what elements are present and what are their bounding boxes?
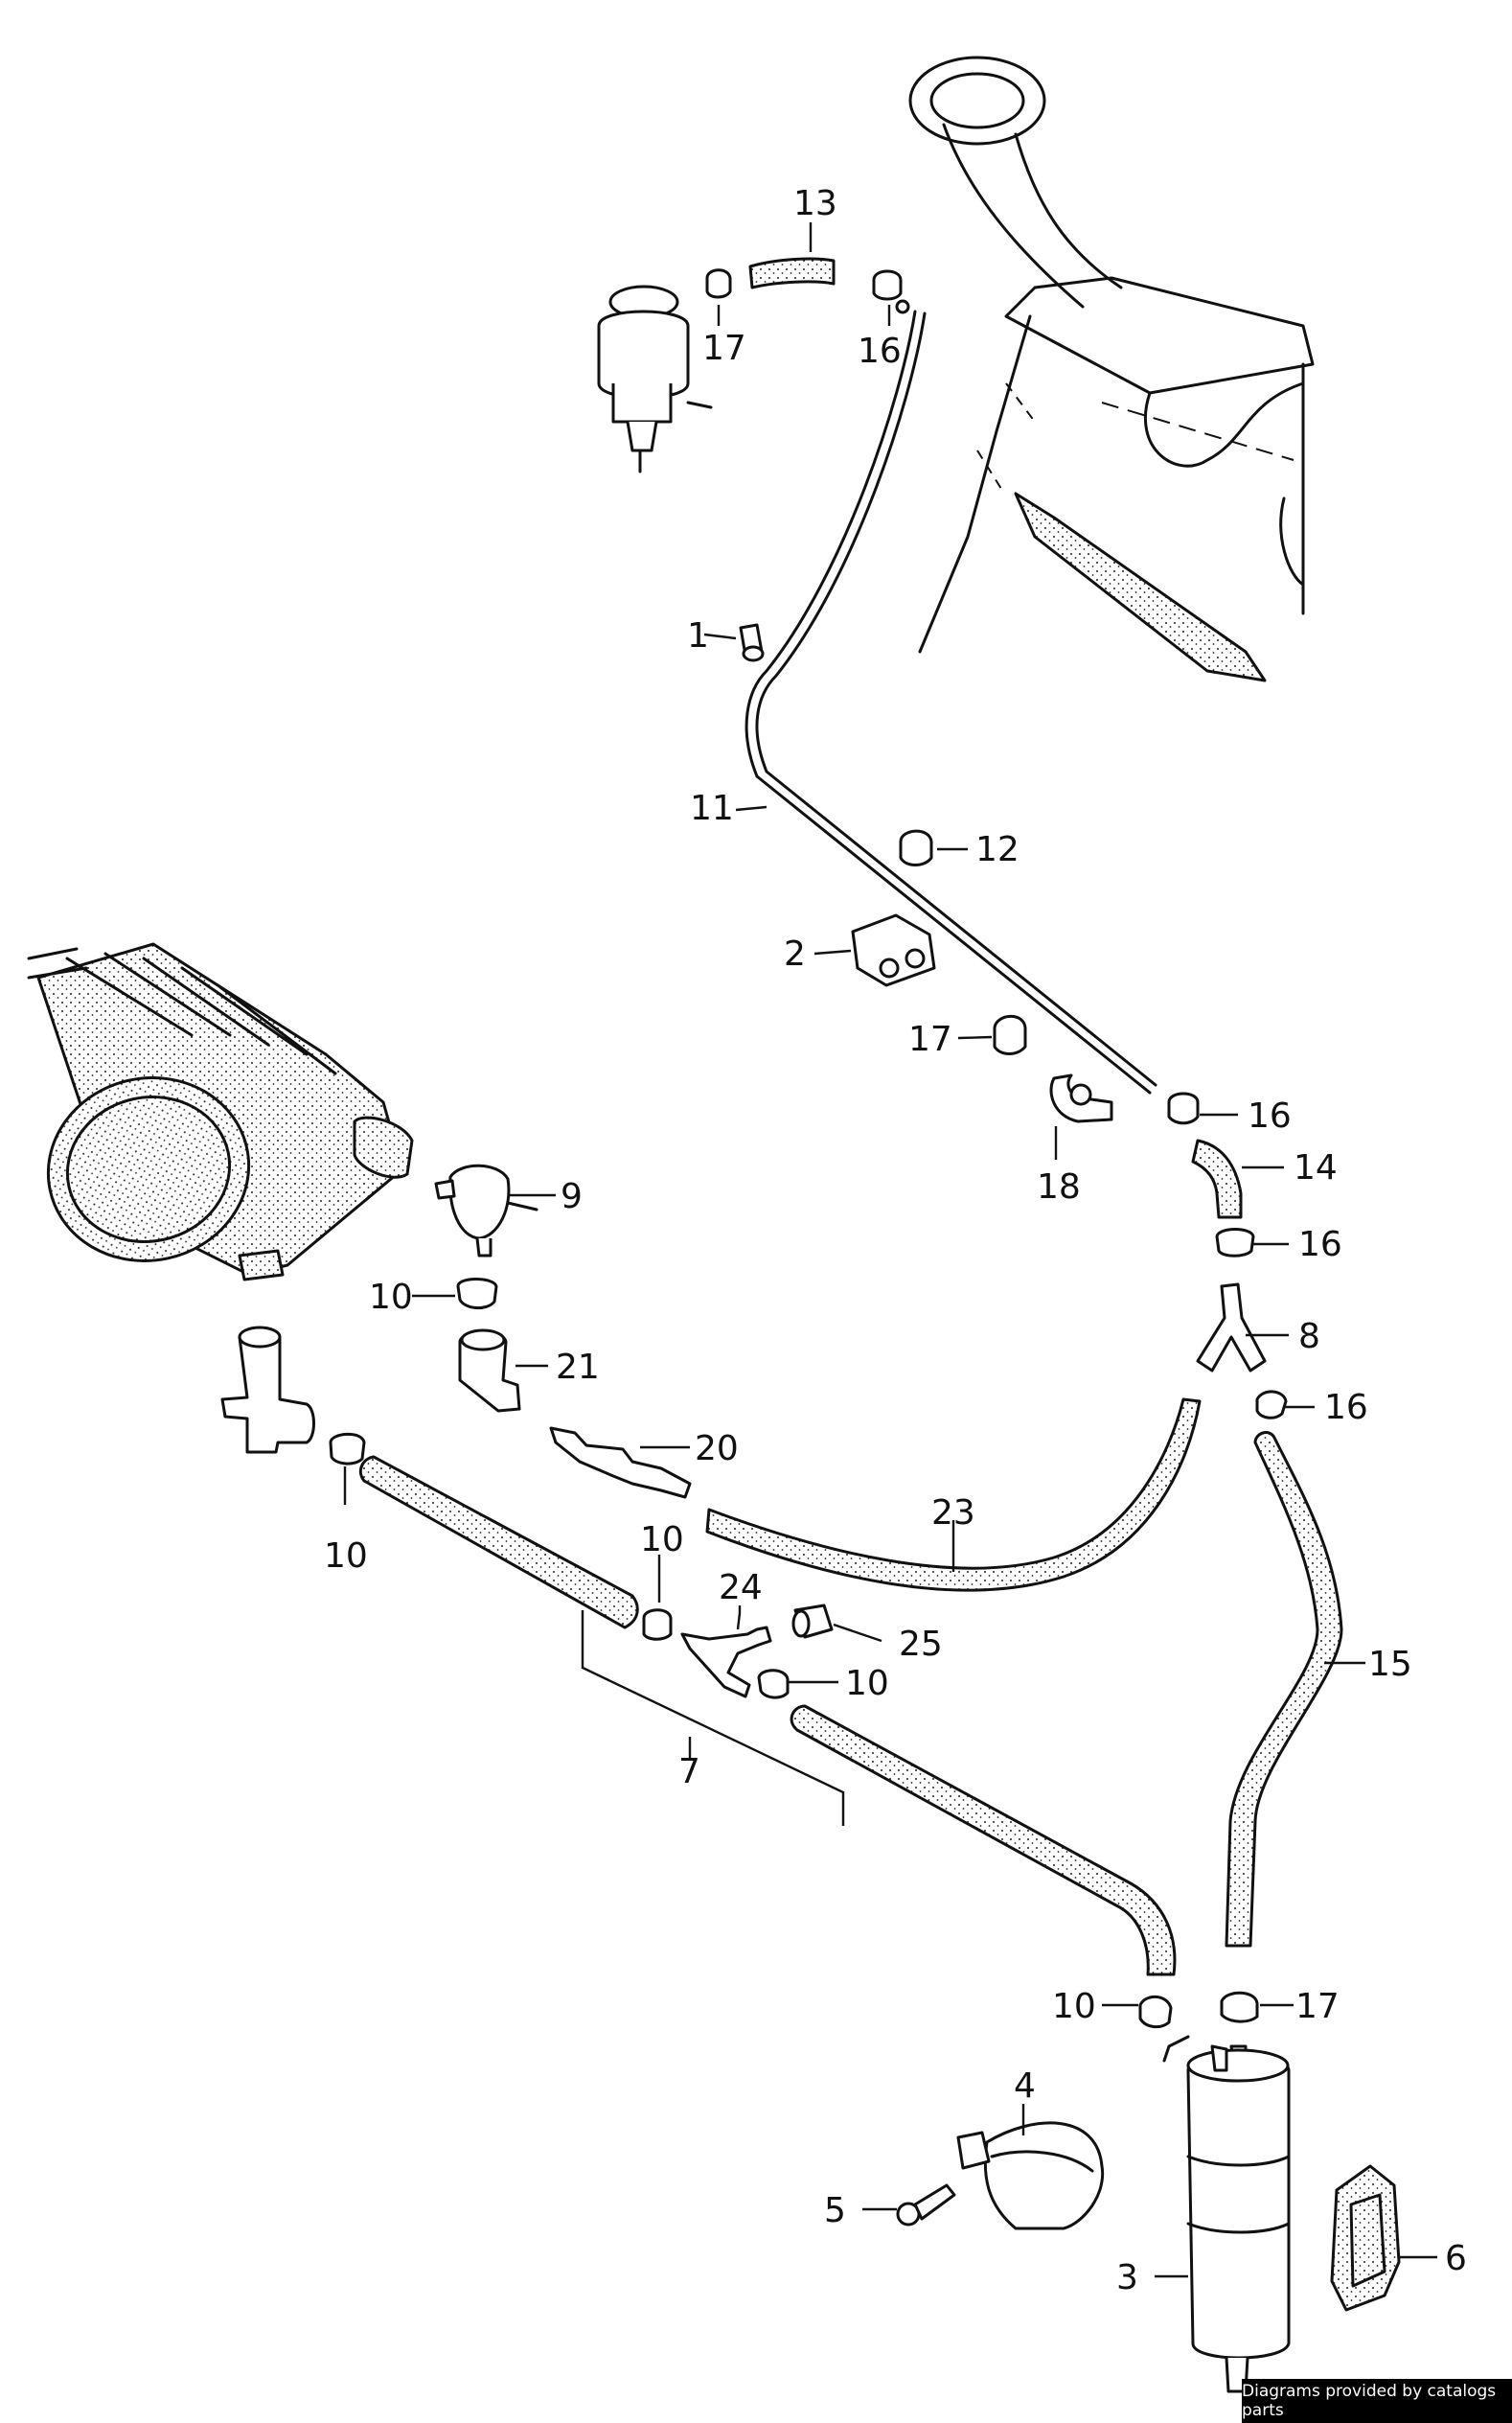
callout-16-upper: 16 bbox=[1248, 1096, 1292, 1136]
clamp-16-lower bbox=[1215, 1228, 1255, 1258]
callout-labels: 13 17 16 1 11 12 2 17 16 14 18 16 9 10 8… bbox=[324, 184, 1467, 2297]
sleeve-25 bbox=[791, 1604, 834, 1639]
callout-6: 6 bbox=[1445, 2239, 1467, 2278]
clamp-10-upper bbox=[456, 1278, 498, 1309]
clamp-10-lower bbox=[757, 1669, 790, 1699]
engine-intake bbox=[27, 942, 414, 1281]
clamp-10-mid bbox=[642, 1608, 673, 1641]
heat-shield-6 bbox=[1330, 2164, 1401, 2312]
clamp-16-top bbox=[872, 269, 903, 301]
callout-10-bottom: 10 bbox=[1052, 1987, 1096, 2026]
callout-14: 14 bbox=[1294, 1148, 1338, 1188]
callout-5: 5 bbox=[824, 2191, 846, 2230]
hose-7-upper bbox=[358, 1455, 639, 1629]
y-connector-8 bbox=[1196, 1282, 1267, 1373]
callout-18: 18 bbox=[1037, 1167, 1081, 1207]
callout-2: 2 bbox=[784, 935, 806, 974]
holder-2 bbox=[851, 913, 936, 987]
clamp-10-bottom bbox=[1138, 1995, 1173, 2029]
fuel-tank-filler-neck bbox=[908, 56, 1315, 682]
hose-15 bbox=[1225, 1431, 1343, 1948]
clamp-16-upper bbox=[1167, 1092, 1200, 1125]
valve-9 bbox=[434, 1164, 538, 1258]
screw-5 bbox=[896, 2183, 956, 2227]
t-connector bbox=[220, 1326, 315, 1454]
callout-4: 4 bbox=[1014, 2066, 1036, 2106]
connector-20 bbox=[549, 1426, 692, 1499]
clamp-10-left bbox=[329, 1432, 366, 1465]
clip-17-mid bbox=[993, 1014, 1027, 1055]
callout-23: 23 bbox=[931, 1493, 975, 1533]
callout-25: 25 bbox=[899, 1625, 943, 1664]
callout-10-mid: 10 bbox=[640, 1520, 684, 1559]
callout-7: 7 bbox=[678, 1752, 700, 1791]
callout-10-upper: 10 bbox=[369, 1278, 413, 1317]
clip-18 bbox=[1049, 1073, 1113, 1123]
callout-24: 24 bbox=[719, 1568, 763, 1607]
elbow-21 bbox=[458, 1328, 521, 1413]
callout-17-top: 17 bbox=[702, 329, 746, 368]
hose-23 bbox=[705, 1397, 1202, 1592]
clamp-17-bottom bbox=[1220, 1991, 1259, 2023]
hose-13 bbox=[748, 257, 836, 289]
leader-lines bbox=[343, 222, 1437, 2278]
grommet-1 bbox=[739, 623, 765, 662]
callout-10-lower: 10 bbox=[845, 1664, 889, 1703]
strap-bracket-4 bbox=[956, 2121, 1105, 2230]
callout-16-top: 16 bbox=[858, 332, 902, 371]
callout-20: 20 bbox=[695, 1429, 739, 1468]
callout-17-mid: 17 bbox=[908, 1020, 952, 1059]
callout-13: 13 bbox=[793, 184, 837, 223]
callout-3: 3 bbox=[1116, 2258, 1138, 2297]
callout-1: 1 bbox=[687, 616, 709, 656]
bracket-7 bbox=[581, 1610, 845, 1826]
callout-16-right: 16 bbox=[1324, 1388, 1368, 1427]
callout-12: 12 bbox=[975, 830, 1019, 869]
clip-12 bbox=[899, 829, 933, 866]
callout-8: 8 bbox=[1298, 1317, 1320, 1356]
vacuum-valve bbox=[597, 285, 713, 473]
clamp-17-top bbox=[705, 268, 732, 299]
clamp-16-right bbox=[1255, 1390, 1288, 1419]
callout-16-lower: 16 bbox=[1298, 1225, 1342, 1264]
callout-17-bottom: 17 bbox=[1295, 1987, 1340, 2026]
callout-11: 11 bbox=[690, 789, 734, 828]
vent-line-11 bbox=[745, 299, 1157, 1095]
credit-banner: Diagrams provided by catalogs parts bbox=[1242, 2379, 1512, 2423]
callout-10-left: 10 bbox=[324, 1536, 368, 1576]
hose-7-lower bbox=[790, 1704, 1177, 1976]
hose-14 bbox=[1191, 1139, 1243, 1219]
callout-21: 21 bbox=[556, 1348, 600, 1387]
callout-9: 9 bbox=[561, 1177, 583, 1216]
callout-15: 15 bbox=[1368, 1645, 1412, 1684]
fitting-24 bbox=[680, 1626, 772, 1698]
charcoal-canister-3 bbox=[1162, 2035, 1291, 2393]
